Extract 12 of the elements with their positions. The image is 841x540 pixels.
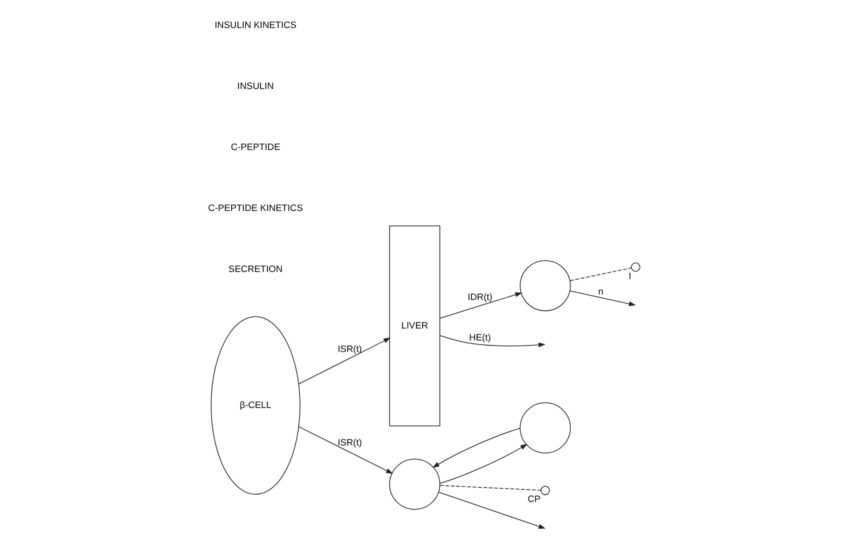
node-label: I — [628, 270, 632, 281]
edge-label: n — [598, 286, 604, 297]
edge-label: IDR(t) — [468, 292, 492, 302]
label: C-PEPTIDE KINETICS — [208, 202, 303, 213]
label: SECRETION — [228, 264, 283, 274]
label: INSULIN — [237, 80, 274, 91]
edge-label: ISR(t) — [338, 437, 362, 448]
label: C-PEPTIDE — [230, 142, 280, 152]
edge-label: HE(t) — [469, 332, 491, 342]
edge-label: ISR(t) — [338, 344, 362, 354]
node-label: CP — [528, 494, 541, 504]
label: INSULIN KINETICS — [214, 20, 296, 30]
